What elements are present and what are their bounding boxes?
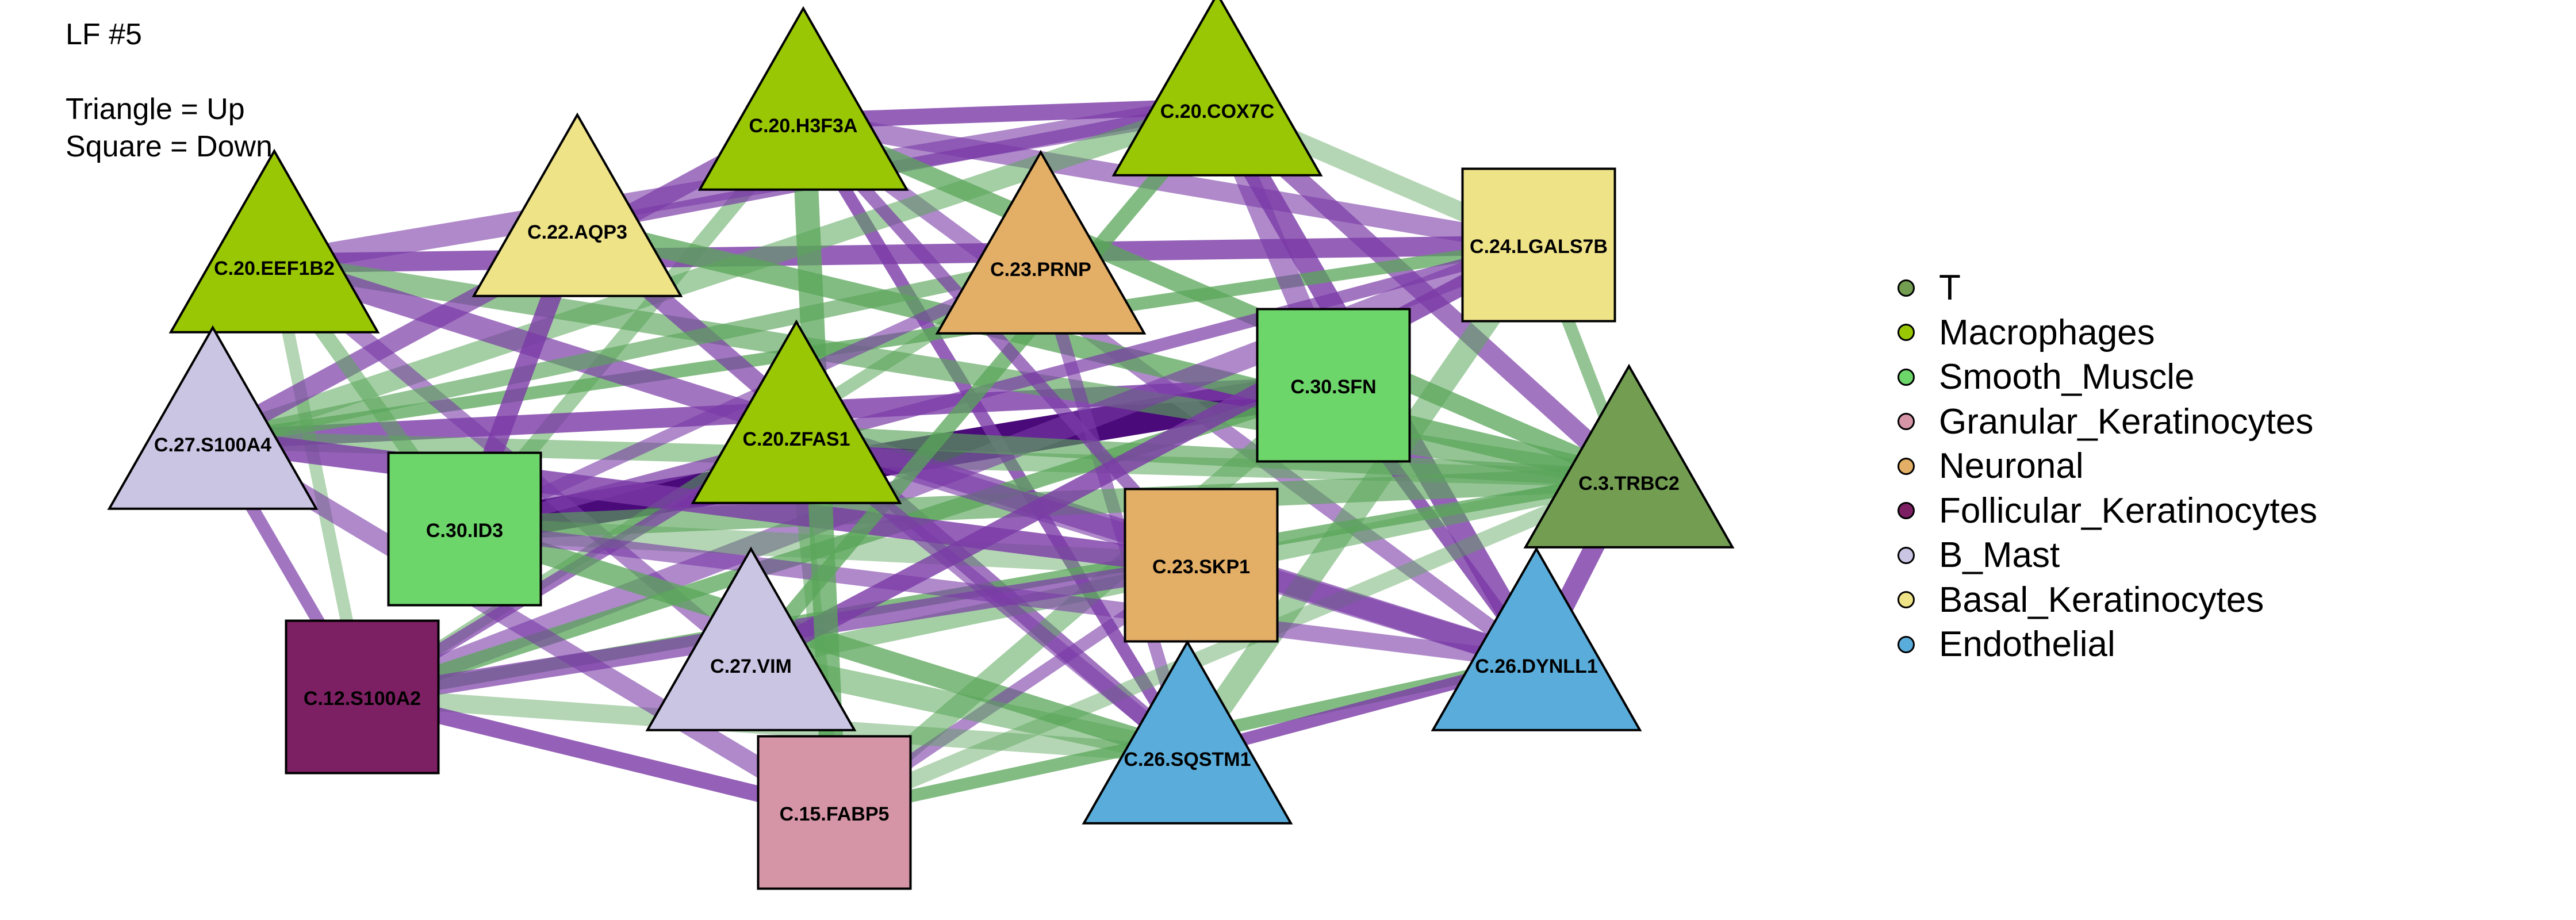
node-label: C.24.LGALS7B bbox=[1470, 236, 1608, 258]
shape-key-up: Triangle = Up bbox=[66, 93, 245, 126]
square-node-shape bbox=[1124, 488, 1279, 643]
triangle-node-shape bbox=[1111, 0, 1323, 177]
node-label: C.30.ID3 bbox=[426, 520, 503, 542]
legend-label: Smooth_Muscle bbox=[1939, 357, 2195, 397]
square-node-shape bbox=[1461, 167, 1616, 323]
edge-C.23.PRNP-C.27.S100A4 bbox=[211, 256, 1042, 448]
node-label: C.27.VIM bbox=[710, 656, 792, 677]
node-C.23.SKP1: C.23.SKP1 bbox=[1124, 488, 1279, 643]
legend-item: Smooth_Muscle bbox=[1897, 355, 2317, 400]
legend-label: Macrophages bbox=[1939, 312, 2155, 352]
edge-C.12.S100A2-C.15.FABP5 bbox=[360, 689, 837, 821]
edges-layer bbox=[207, 95, 1638, 821]
node-C.20.EEF1B2: C.20.EEF1B2 bbox=[168, 148, 380, 334]
node-C.3.TRBC2: C.3.TRBC2 bbox=[1523, 363, 1735, 549]
legend-label: Granular_Keratinocytes bbox=[1939, 401, 2314, 442]
node-C.30.ID3: C.30.ID3 bbox=[387, 451, 542, 607]
node-label: C.20.EEF1B2 bbox=[214, 258, 335, 279]
legend-color-dot bbox=[1897, 413, 1915, 431]
edge-C.24.LGALS7B-C.30.ID3 bbox=[463, 239, 1540, 535]
node-C.26.DYNLL1: C.26.DYNLL1 bbox=[1431, 546, 1642, 731]
triangle-node-shape bbox=[471, 112, 683, 297]
legend-item: Macrophages bbox=[1897, 310, 2317, 355]
node-C.24.LGALS7B: C.24.LGALS7B bbox=[1461, 167, 1616, 323]
triangle-node-shape bbox=[645, 546, 857, 731]
node-label: C.23.PRNP bbox=[990, 259, 1091, 281]
legend-label: Neuronal bbox=[1939, 446, 2084, 486]
node-label: C.15.FABP5 bbox=[780, 803, 890, 825]
square-node-shape bbox=[387, 451, 542, 607]
node-C.15.FABP5: C.15.FABP5 bbox=[757, 735, 912, 890]
node-C.20.COX7C: C.20.COX7C bbox=[1111, 0, 1323, 177]
node-C.12.S100A2: C.12.S100A2 bbox=[285, 619, 440, 775]
edge-C.15.FABP5-C.27.S100A4 bbox=[208, 431, 839, 821]
node-label: C.12.S100A2 bbox=[304, 688, 421, 710]
legend-color-dot bbox=[1897, 457, 1915, 475]
triangle-node-shape bbox=[935, 150, 1147, 335]
node-label: C.20.ZFAS1 bbox=[742, 428, 850, 450]
legend-label: Basal_Keratinocytes bbox=[1939, 580, 2264, 620]
legend-label: T bbox=[1939, 268, 1961, 308]
triangle-node-shape bbox=[168, 148, 380, 334]
triangle-node-shape bbox=[697, 6, 909, 191]
node-label: C.30.SFN bbox=[1290, 376, 1376, 398]
legend-item: Granular_Keratinocytes bbox=[1897, 400, 2317, 444]
edge-C.22.AQP3-C.3.TRBC2 bbox=[574, 217, 1632, 489]
node-label: C.26.SQSTM1 bbox=[1124, 749, 1251, 770]
legend-color-dot bbox=[1897, 502, 1915, 520]
edge-C.20.H3F3A-C.20.COX7C bbox=[803, 98, 1218, 129]
node-C.22.AQP3: C.22.AQP3 bbox=[471, 112, 683, 297]
legend-label: B_Mast bbox=[1939, 535, 2060, 576]
triangle-node-shape bbox=[1431, 546, 1642, 731]
legend-color-dot bbox=[1897, 635, 1915, 653]
node-label: C.20.H3F3A bbox=[749, 115, 858, 137]
legend-item: Endothelial bbox=[1897, 622, 2317, 667]
triangle-node-shape bbox=[691, 319, 902, 504]
legend-item: Basal_Keratinocytes bbox=[1897, 578, 2317, 623]
node-C.20.H3F3A: C.20.H3F3A bbox=[697, 6, 909, 191]
legend-item: T bbox=[1897, 266, 2317, 310]
nodes-layer: C.20.H3F3A C.20.COX7C C.22.AQP3C.20.EEF1B2… bbox=[107, 0, 1735, 890]
square-node-shape bbox=[285, 619, 440, 775]
node-C.27.VIM: C.27.VIM bbox=[645, 546, 857, 731]
node-label: C.22.AQP3 bbox=[527, 221, 627, 243]
legend-label: Follicular_Keratinocytes bbox=[1939, 490, 2318, 531]
node-C.30.SFN: C.30.SFN bbox=[1256, 308, 1411, 463]
legend-item: Neuronal bbox=[1897, 444, 2317, 489]
node-label: C.26.DYNLL1 bbox=[1475, 656, 1598, 677]
node-C.23.PRNP: C.23.PRNP bbox=[935, 150, 1147, 335]
triangle-node-shape bbox=[107, 325, 319, 510]
shape-key-down: Square = Down bbox=[66, 130, 273, 163]
square-node-shape bbox=[757, 735, 912, 890]
legend-color-dot bbox=[1897, 368, 1915, 386]
legend-label: Endothelial bbox=[1939, 624, 2115, 665]
square-node-shape bbox=[1256, 308, 1411, 463]
edge-C.3.TRBC2-C.15.FABP5 bbox=[831, 471, 1632, 820]
node-label: C.27.S100A4 bbox=[154, 434, 271, 456]
node-C.27.S100A4: C.27.S100A4 bbox=[107, 325, 319, 510]
legend-color-dot bbox=[1897, 324, 1915, 342]
edge-C.20.H3F3A-C.3.TRBC2 bbox=[799, 112, 1633, 487]
legend-item: B_Mast bbox=[1897, 533, 2317, 578]
legend-color-dot bbox=[1897, 591, 1915, 609]
legend-item: Follicular_Keratinocytes bbox=[1897, 489, 2317, 534]
legend-color-dot bbox=[1897, 546, 1915, 564]
node-label: C.20.COX7C bbox=[1160, 101, 1274, 122]
node-C.20.ZFAS1: C.20.ZFAS1 bbox=[691, 319, 902, 504]
triangle-node-shape bbox=[1082, 639, 1293, 825]
triangle-node-shape bbox=[1523, 363, 1735, 549]
node-label: C.23.SKP1 bbox=[1152, 556, 1250, 578]
edge-C.20.H3F3A-C.24.LGALS7B bbox=[802, 111, 1540, 255]
node-C.26.SQSTM1: C.26.SQSTM1 bbox=[1082, 639, 1293, 825]
legend-color-dot bbox=[1897, 279, 1915, 297]
plot-title: LF #5 bbox=[66, 18, 142, 51]
node-label: C.3.TRBC2 bbox=[1578, 473, 1680, 494]
edge-C.20.COX7C-C.27.S100A4 bbox=[209, 96, 1221, 450]
edge-C.20.EEF1B2-C.24.LGALS7B bbox=[274, 235, 1539, 273]
